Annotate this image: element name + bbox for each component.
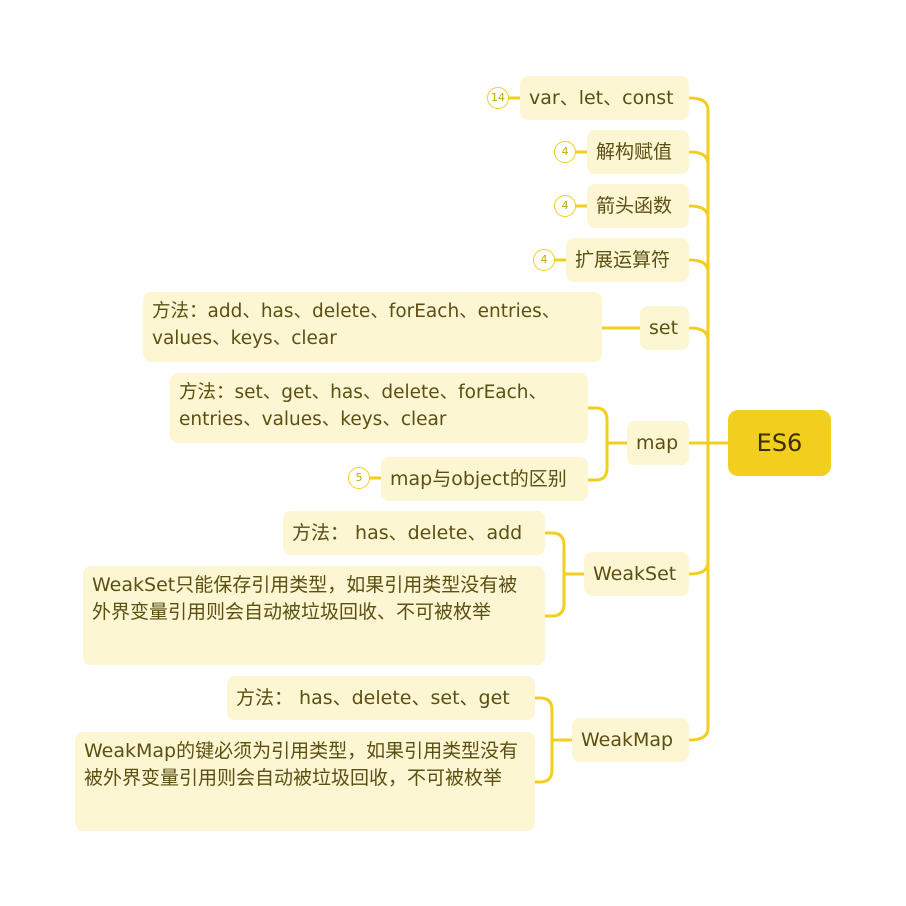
weakset-note[interactable]: WeakSet只能保存引用类型，如果引用类型没有被外界变量引用则会自动被垃圾回收… <box>83 566 545 665</box>
count-badge: 14 <box>487 87 509 109</box>
set-methods[interactable]: 方法：add、has、delete、forEach、entries、values… <box>143 292 602 362</box>
branch-weakset <box>688 560 710 576</box>
root-node[interactable]: ES6 <box>728 410 831 476</box>
weakset-methods[interactable]: 方法： has、delete、add <box>283 511 545 555</box>
branch-spread <box>688 258 710 274</box>
map-children-bracket <box>586 406 609 482</box>
weakmap-note[interactable]: WeakMap的键必须为引用类型，如果引用类型没有被外界变量引用则会自动被垃圾回… <box>75 732 535 831</box>
count-badge: 4 <box>554 195 576 217</box>
topic-spread-operator[interactable]: 扩展运算符 <box>566 238 689 282</box>
topic-var-let-const[interactable]: var、let、const <box>520 76 689 120</box>
count-badge: 4 <box>533 249 555 271</box>
map-object-difference[interactable]: map与object的区别 <box>381 457 588 501</box>
topic-arrow-functions[interactable]: 箭头函数 <box>587 184 689 228</box>
weakmap-children-bracket <box>533 696 554 784</box>
weakmap-methods[interactable]: 方法： has、delete、set、get <box>227 676 535 720</box>
weakset-children-bracket <box>543 531 566 618</box>
count-badge: 5 <box>348 467 370 489</box>
count-badge: 4 <box>554 141 576 163</box>
topic-weakmap[interactable]: WeakMap <box>572 718 689 762</box>
map-methods[interactable]: 方法：set、get、has、delete、forEach、entries、va… <box>170 373 588 443</box>
root-label: ES6 <box>756 428 803 457</box>
topic-weakset[interactable]: WeakSet <box>584 552 689 596</box>
topic-destructuring[interactable]: 解构赋值 <box>587 130 689 174</box>
topic-set[interactable]: set <box>640 306 689 350</box>
branch-destructuring <box>688 150 710 166</box>
main-spine <box>688 96 710 742</box>
branch-arrow <box>688 204 710 220</box>
branch-set <box>688 326 710 342</box>
topic-map[interactable]: map <box>627 421 689 465</box>
